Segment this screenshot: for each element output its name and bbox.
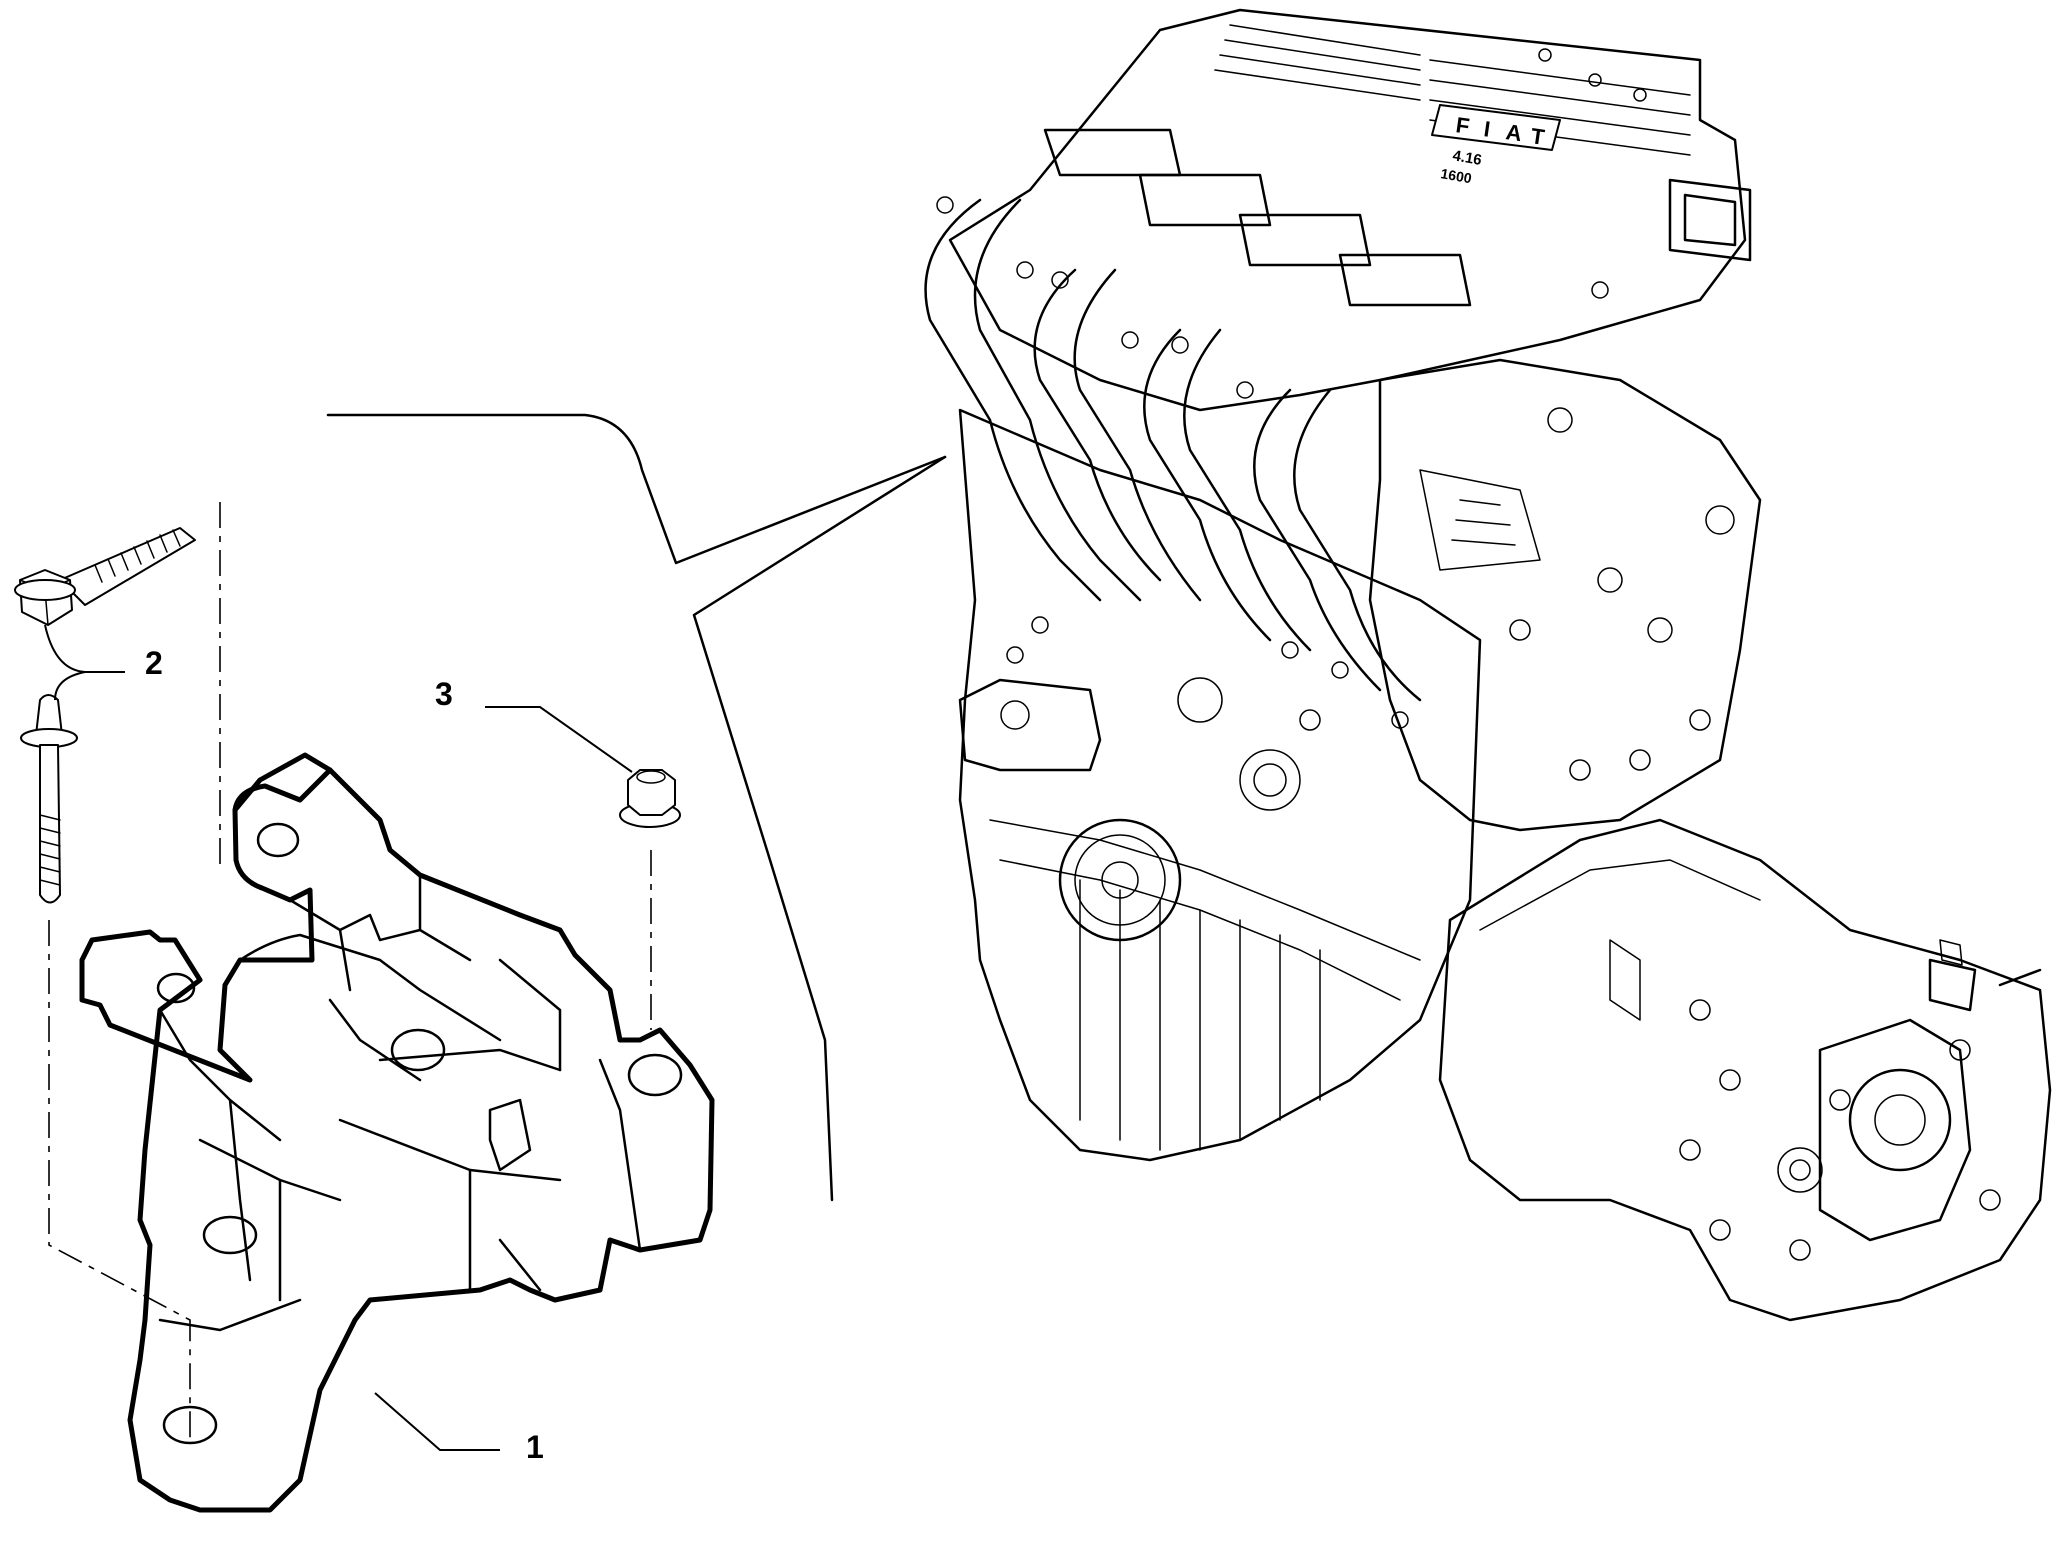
- callout-1: 1: [374, 1392, 544, 1465]
- callout-label-3: 3: [435, 676, 453, 712]
- engine-gearbox-assembly: F I A T 4.16 1600: [924, 8, 2052, 1322]
- bolt-upper: [14, 527, 196, 626]
- badge-letter-f: F: [1454, 112, 1471, 139]
- badge-text-4-16: 4.16: [1451, 147, 1483, 169]
- callout-2: 2: [44, 624, 163, 701]
- badge-letter-t: T: [1529, 123, 1546, 150]
- badge-letter-a: A: [1504, 119, 1523, 146]
- callout-3: 3: [435, 676, 633, 773]
- engine-badge-plate: [1431, 104, 1561, 151]
- bolt-lower: [20, 694, 78, 904]
- flange-nut: [619, 769, 681, 828]
- callout-label-2: 2: [145, 645, 163, 681]
- engine-pulley: [1058, 818, 1182, 942]
- engine-badge-letters: F I A T: [1454, 112, 1546, 150]
- assembly-axis-lines: [48, 502, 652, 1440]
- reference-contour-line: [326, 413, 947, 1202]
- badge-text-1600: 1600: [1439, 165, 1473, 186]
- callout-label-1: 1: [526, 1429, 544, 1465]
- engine-mount-bracket: [79, 752, 715, 1513]
- badge-letter-i: I: [1482, 116, 1492, 142]
